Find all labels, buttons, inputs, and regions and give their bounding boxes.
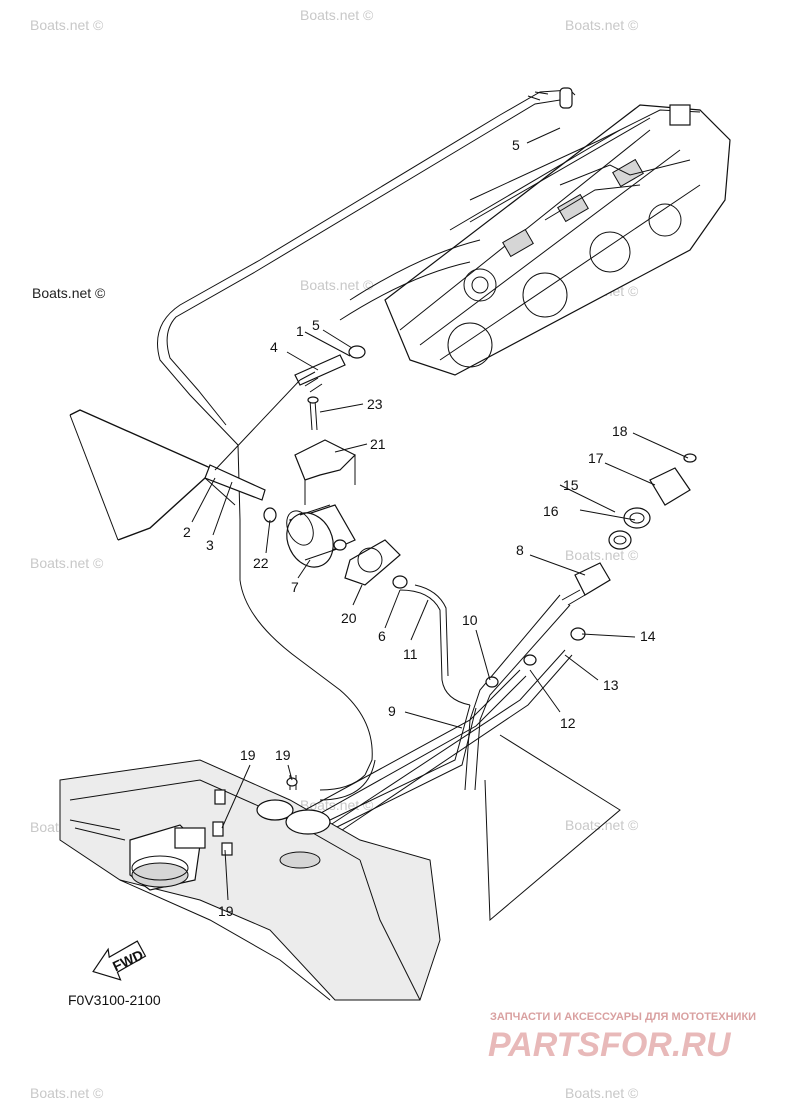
watermark: Boats.net ©	[300, 277, 374, 293]
watermark: Boats.net ©	[300, 797, 374, 813]
callout-10: 10	[462, 612, 478, 628]
diagram-code: F0V3100-2100	[68, 992, 161, 1008]
watermark: Boats.net ©	[30, 1085, 104, 1101]
callout-7: 7	[291, 579, 299, 595]
callout-16: 16	[543, 503, 559, 519]
callout-5: 5	[312, 317, 320, 333]
callout-13: 13	[603, 677, 619, 693]
callout-15: 15	[563, 477, 579, 493]
brand-logo: ЗАПЧАСТИ И АКСЕССУАРЫ ДЛЯ МОТОТЕХНИКИ PA…	[488, 1011, 756, 1064]
callout-6: 6	[378, 628, 386, 644]
watermark: Boats.net ©	[30, 555, 104, 571]
brand-name: PARTSFOR.RU	[488, 1026, 732, 1064]
callout-2: 2	[183, 524, 191, 540]
watermark: Boats.net ©	[30, 17, 104, 33]
callout-22: 22	[253, 555, 269, 571]
callout-labels: 5 1 5 4 23 21 2 3 22 7 20 6 11 8 9 10 12…	[183, 137, 656, 919]
callout-19: 19	[240, 747, 256, 763]
hose-2-3-4	[69, 345, 366, 541]
watermark: Boats.net ©	[32, 285, 106, 301]
callout-12: 12	[560, 715, 576, 731]
fwd-arrow: FWD	[92, 940, 147, 981]
callout-21: 21	[370, 436, 386, 452]
callout-17: 17	[588, 450, 604, 466]
callout-18: 18	[612, 423, 628, 439]
callout-20: 20	[341, 610, 357, 626]
callout-11: 11	[403, 646, 418, 662]
callout-9: 9	[388, 703, 396, 719]
callout-4: 4	[270, 339, 278, 355]
watermark: Boats.net ©	[300, 7, 374, 23]
callout-5: 5	[512, 137, 520, 153]
callout-19: 19	[275, 747, 291, 763]
hull-tank	[59, 759, 441, 1001]
brand-tagline: ЗАПЧАСТИ И АКСЕССУАРЫ ДЛЯ МОТОТЕХНИКИ	[490, 1011, 756, 1023]
watermark: Boats.net ©	[565, 547, 639, 563]
callout-19: 19	[218, 903, 234, 919]
engine-assembly	[339, 104, 731, 376]
fittings-and-hoses	[249, 453, 697, 922]
callout-1: 1	[296, 323, 304, 339]
vent-hose	[157, 87, 576, 801]
callout-14: 14	[640, 628, 656, 644]
fwd-label: FWD	[110, 946, 146, 974]
watermark: Boats.net ©	[565, 1085, 639, 1101]
callout-8: 8	[516, 542, 524, 558]
callout-3: 3	[206, 537, 214, 553]
leader-lines	[191, 127, 689, 901]
fuel-filter	[263, 396, 471, 706]
watermark: Boats.net ©	[565, 17, 639, 33]
callout-23: 23	[367, 396, 383, 412]
